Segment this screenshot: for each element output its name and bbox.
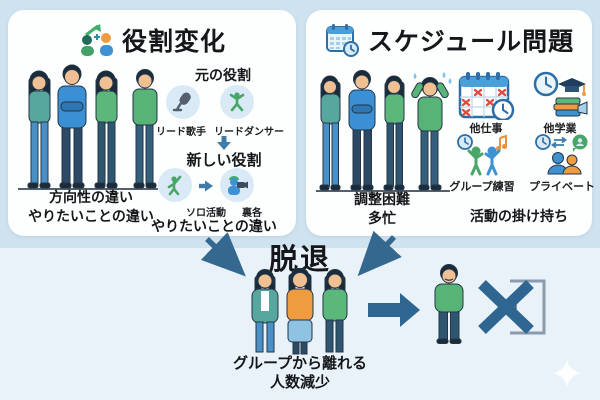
solo-person-icon [158,168,192,202]
private-people-icon [534,134,590,178]
caption-wants-difference: やりたいことの違い [28,208,154,224]
caption-adjust-difficult: 調整困難 [354,191,410,207]
role-change-group-caption: 方向性の違い やりたいことの違い [16,188,166,226]
role-change-icon [78,23,114,57]
label-other-studies: 他学業 [543,123,577,135]
schedule-footer-caption: 活動の掛け持ち [470,208,568,224]
caption-member-decrease: 人数減少 [269,374,330,391]
sparkle-icon [552,358,582,388]
caption-busy: 多忙 [368,210,396,226]
calendar-x-clock-icon [458,70,516,120]
mini-right-arrow-icon [199,180,214,192]
label-solo-activity: ソロ活動 [186,208,226,219]
microphone-icon [166,85,200,119]
panel-title-role-change: 役割変化 [121,28,226,56]
caption-direction-difference: 方向性の違い [49,189,133,205]
camera-person-icon [220,168,254,202]
schedule-group-caption: 調整困難 多忙 [316,190,448,228]
remaining-group-illustration [235,268,365,356]
role-change-people-illustration [12,62,164,194]
original-role-labels: リード歌手 リードダンサー [136,123,304,138]
label-lead-singer: リード歌手 [156,127,206,138]
new-role-heading: 新しい役割 [186,152,262,169]
label-backstage: 裏各 [242,208,262,219]
original-role-heading: 元の役割 [195,67,251,83]
down-arrow-icon [216,136,232,150]
schedule-people-illustration [310,68,456,196]
panel-schedule-problem: スケジュール問題 [306,10,595,236]
label-group-practice: グループ練習 [449,181,515,193]
new-role-caption: やりたいことの違い [151,218,277,234]
practice-people-icon [456,134,512,178]
label-private: プライベート [529,181,595,193]
label-lead-dancer: リードダンサー [214,127,284,138]
no-exit-icon [474,276,552,338]
panel-title-schedule: スケジュール問題 [367,28,575,56]
schedule-header: スケジュール問題 [306,22,592,58]
dancer-icon [220,85,254,119]
label-other-work: 他仕事 [469,123,503,135]
panel-role-change: 役割変化 [8,10,296,236]
new-role-labels: ソロ活動 裏各 [146,204,302,219]
role-change-header: 役割変化 [8,22,296,58]
clock-gradcap-books-icon [532,70,588,120]
departing-member-illustration [424,264,474,344]
caption-leaving-group: グループから離れる [232,355,368,372]
remaining-group-caption: グループから離れる 人数減少 [210,354,390,392]
calendar-clock-icon [324,22,360,58]
